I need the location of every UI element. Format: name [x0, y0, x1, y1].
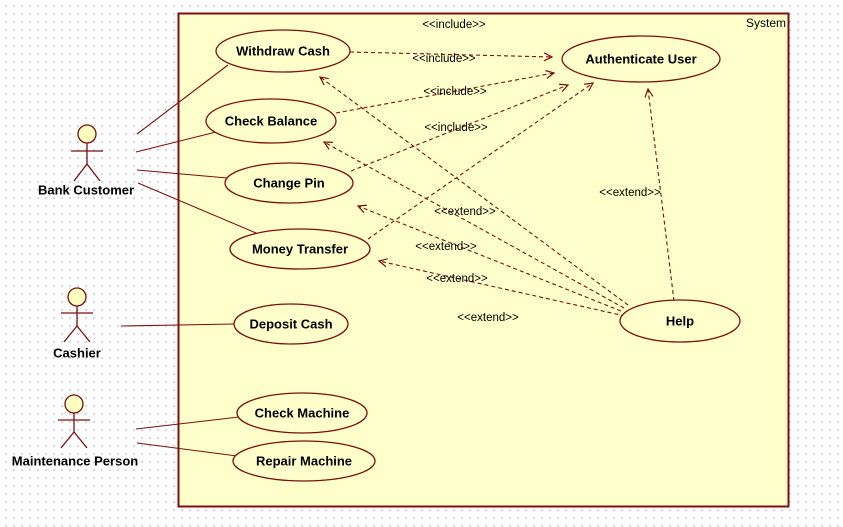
- assoc-maintenance-repairmachine: [136, 442, 238, 457]
- use-case-authenticate-user[interactable]: [561, 35, 721, 83]
- actor-bank-customer[interactable]: [71, 124, 103, 182]
- assoc-bankcustomer-changepin: [136, 169, 228, 179]
- extend-help-changepin: [356, 204, 622, 312]
- extend-arrows: [318, 76, 675, 317]
- use-case-withdraw-cash[interactable]: [215, 29, 351, 73]
- assoc-maintenance-checkmachine: [135, 416, 240, 430]
- association-lines: [120, 64, 257, 457]
- extend-help-withdrawcash: [318, 76, 629, 306]
- use-case-money-transfer[interactable]: [229, 228, 371, 270]
- use-case-check-balance[interactable]: [205, 98, 337, 144]
- actor-head: [77, 124, 97, 144]
- use-case-help[interactable]: [619, 299, 741, 343]
- use-case-deposit-cash[interactable]: [233, 303, 349, 345]
- extend-help-moneytransfer: [377, 258, 626, 317]
- use-case-check-machine[interactable]: [236, 392, 368, 434]
- actor-maintenance-person[interactable]: [58, 394, 90, 449]
- assoc-bankcustomer-moneytransfer: [137, 182, 257, 234]
- assoc-bankcustomer-withdrawcash: [136, 64, 229, 135]
- include-withdrawcash-authenticate: [349, 51, 554, 62]
- include-moneytransfer-authenticate: [367, 82, 595, 240]
- extend-help-checkbalance: [322, 141, 625, 309]
- assoc-bankcustomer-checkbalance: [135, 131, 217, 153]
- use-case-repair-machine[interactable]: [232, 440, 376, 482]
- assoc-cashier-depositcash: [120, 323, 235, 327]
- actor-cashier[interactable]: [61, 287, 93, 343]
- extend-help-authenticate: [644, 87, 675, 302]
- include-checkbalance-authenticate: [335, 69, 556, 114]
- include-changepin-authenticate: [350, 83, 570, 172]
- actor-head: [64, 394, 84, 414]
- use-case-change-pin[interactable]: [224, 162, 354, 204]
- include-arrows: [335, 51, 595, 240]
- actor-head: [67, 287, 87, 307]
